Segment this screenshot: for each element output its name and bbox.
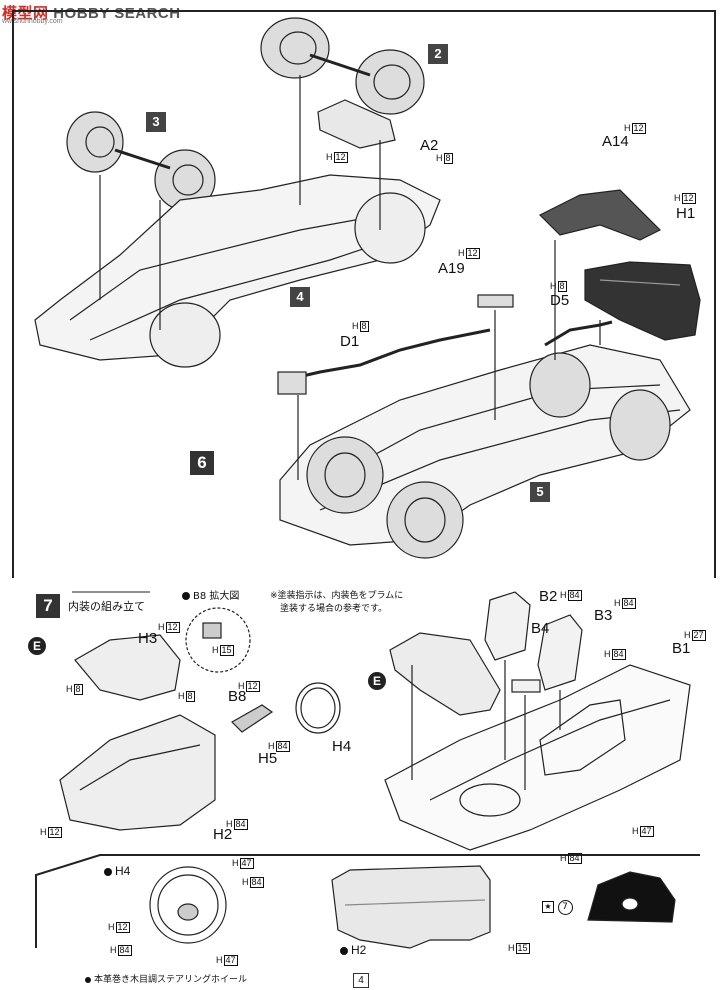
step7-number: 7 bbox=[36, 594, 60, 618]
bullet-icon bbox=[104, 867, 112, 876]
steering-wheel-caption: 本革巻き木目調ステアリングホイール bbox=[85, 972, 247, 985]
e-sprue-badge: E bbox=[28, 637, 46, 655]
part-label-b3: B3 bbox=[594, 607, 613, 624]
part-label-b8: B8 bbox=[228, 688, 247, 705]
paint-note-line2: 塗装する場合の参考です。 bbox=[280, 604, 388, 614]
subassembly-4-badge: 4 bbox=[290, 287, 310, 307]
subassembly-3-badge: 3 bbox=[146, 112, 166, 132]
step6-number: 6 bbox=[190, 451, 214, 475]
page-number: 4 bbox=[353, 973, 369, 988]
e-sprue-badge: E bbox=[368, 672, 386, 690]
part-label-h2: H2 bbox=[213, 826, 233, 843]
decal-marker: ★ 7 bbox=[542, 899, 573, 915]
step6-frame bbox=[12, 10, 716, 578]
bullet-icon bbox=[85, 976, 91, 983]
decal-number: 7 bbox=[557, 900, 573, 915]
star-icon: ★ bbox=[542, 901, 554, 913]
part-label-a14: A14 bbox=[602, 133, 629, 150]
detail-h4-title: H4 bbox=[104, 864, 130, 878]
part-label-h3: H3 bbox=[138, 630, 158, 647]
part-label-h4: H4 bbox=[332, 738, 352, 755]
watermark-en: HOBBY SEARCH bbox=[53, 5, 181, 22]
part-label-b4: B4 bbox=[531, 620, 550, 637]
b8-detail-label: B8 拡大図 bbox=[182, 587, 239, 602]
part-label-h5: H5 bbox=[258, 750, 278, 767]
part-label-d1: D1 bbox=[340, 333, 360, 350]
watermark-url: ww.shunhobby.com bbox=[2, 18, 63, 25]
part-label-a2: A2 bbox=[420, 137, 439, 154]
bullet-icon bbox=[182, 592, 190, 600]
paint-note-line1: ※塗装指示は、内装色をプラムに bbox=[270, 591, 404, 601]
subassembly-5-badge: 5 bbox=[530, 482, 550, 502]
bullet-icon bbox=[340, 946, 348, 955]
subassembly-2-badge: 2 bbox=[428, 44, 448, 64]
part-label-h1: H1 bbox=[676, 205, 696, 222]
part-label-d5: D5 bbox=[550, 292, 570, 309]
detail-h2-title: H2 bbox=[340, 943, 366, 957]
part-label-a19: A19 bbox=[438, 260, 465, 277]
part-label-b2: B2 bbox=[539, 588, 558, 605]
part-label-b1: B1 bbox=[672, 640, 691, 657]
step7-title: 内装の組み立て bbox=[68, 600, 145, 613]
